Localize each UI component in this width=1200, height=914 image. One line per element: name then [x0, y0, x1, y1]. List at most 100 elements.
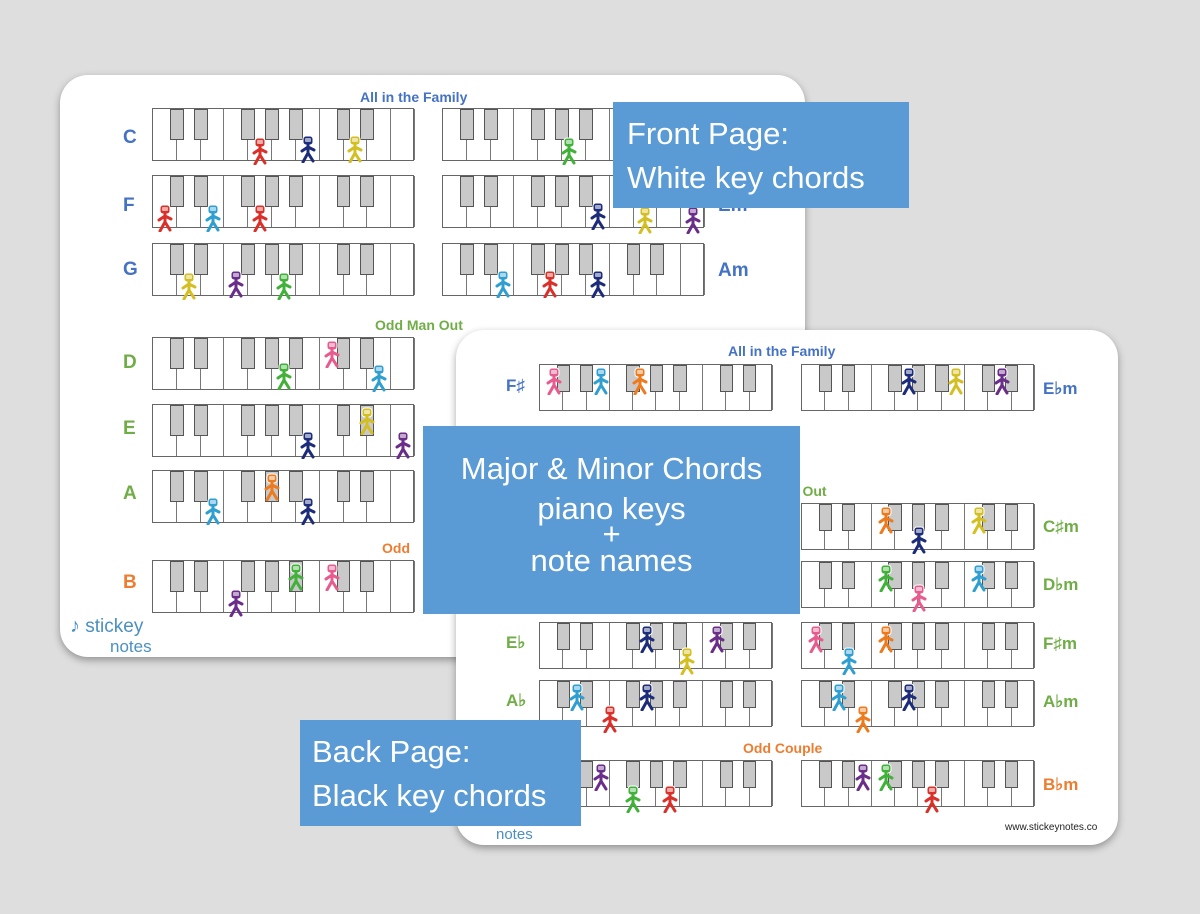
dancing-figure-icon [264, 473, 280, 501]
dancing-figure-icon [602, 705, 618, 733]
black-key [673, 365, 687, 393]
front-am-piano-keyboard-icon [442, 243, 705, 298]
white-key [296, 405, 320, 456]
black-key [169, 405, 184, 436]
black-key [579, 623, 594, 651]
black-key [265, 176, 279, 207]
front-d-piano-keyboard-icon [152, 337, 415, 392]
front-page-callout: Front Page: White key chords [613, 102, 909, 208]
white-key [849, 623, 872, 668]
black-key [336, 471, 351, 502]
dancing-figure-icon [593, 763, 609, 791]
dancing-figure-icon [901, 367, 917, 395]
white-key [391, 471, 415, 522]
dancing-figure-icon [300, 497, 316, 525]
white-key [942, 562, 966, 607]
dancing-figure-icon [878, 564, 894, 592]
white-key [296, 561, 320, 612]
chord-label-f-sharp-minor: F♯m [1043, 634, 1077, 653]
black-key [241, 244, 256, 275]
white-key [1012, 365, 1035, 410]
front-callout-line-1: Front Page: [627, 116, 789, 151]
dancing-figure-icon [878, 506, 894, 534]
black-key [459, 244, 474, 275]
black-key [888, 623, 902, 651]
black-key [935, 623, 949, 651]
black-key [888, 504, 902, 532]
dancing-figure-icon [324, 340, 340, 368]
black-key [241, 338, 256, 369]
white-key [491, 244, 515, 295]
black-key [360, 176, 375, 207]
white-key [1012, 681, 1035, 726]
black-key [935, 504, 949, 532]
black-key [911, 365, 926, 393]
black-key [818, 623, 833, 651]
white-key [750, 365, 773, 410]
black-key [169, 109, 184, 140]
black-key [719, 365, 734, 393]
dancing-figure-icon [911, 526, 927, 554]
black-key [579, 244, 593, 275]
dancing-figure-icon [228, 270, 244, 298]
white-key [367, 338, 392, 389]
black-key [336, 109, 351, 140]
dancing-figure-icon [878, 763, 894, 791]
black-key [981, 504, 996, 532]
chord-label-e-flat-minor: E♭m [1043, 379, 1078, 398]
back-a-flat-minor-piano-keyboard-icon [801, 680, 1035, 733]
white-key [391, 561, 415, 612]
chord-label-d: D [123, 352, 137, 373]
white-key [587, 623, 610, 668]
dancing-figure-icon [855, 705, 871, 733]
black-key [555, 109, 569, 140]
black-key [649, 623, 664, 651]
black-key [818, 365, 833, 393]
dancing-figure-icon [347, 135, 363, 163]
dancing-figure-icon [911, 584, 927, 612]
chord-label-f: F [123, 195, 135, 216]
dancing-figure-icon [855, 763, 871, 791]
center-callout-line-3: + [602, 516, 621, 551]
music-note-logo-icon: ♪ [70, 615, 80, 637]
white-key [391, 338, 415, 389]
center-callout-line-1: Major & Minor Chords [460, 451, 763, 486]
black-key [483, 109, 498, 140]
dancing-figure-icon [639, 625, 655, 653]
black-key [336, 405, 351, 436]
back-section-title-odd-couple: Odd Couple [743, 740, 823, 756]
black-key [935, 365, 949, 393]
black-key [935, 562, 949, 590]
black-key [981, 365, 996, 393]
dancing-figure-icon [971, 564, 987, 592]
back-callout-line-2: Black key chords [312, 778, 547, 813]
black-key [265, 561, 279, 592]
white-key [201, 109, 225, 160]
dancing-figure-icon [300, 135, 316, 163]
section-title-odd-man-out: Odd Man Out [375, 317, 463, 333]
white-key [296, 176, 320, 227]
black-key [673, 623, 687, 651]
front-em-piano-keyboard-icon [442, 175, 705, 234]
dancing-figure-icon [205, 497, 221, 525]
chord-label-a: A [123, 483, 137, 504]
black-key [193, 405, 208, 436]
white-key [680, 365, 704, 410]
black-key [841, 562, 856, 590]
white-key [750, 623, 773, 668]
black-key [265, 405, 279, 436]
white-key [491, 176, 515, 227]
black-key [556, 681, 571, 709]
dancing-figure-icon [359, 407, 375, 435]
white-key [391, 244, 415, 295]
dancing-figure-icon [252, 204, 268, 232]
dancing-figure-icon [685, 206, 701, 234]
white-key [367, 244, 392, 295]
dancing-figure-icon [228, 589, 244, 617]
black-key [1004, 623, 1019, 651]
black-key [241, 405, 256, 436]
dancing-figure-icon [901, 683, 917, 711]
black-key [888, 562, 902, 590]
back-b-flat-minor-piano-keyboard-icon [801, 760, 1035, 813]
front-c-piano-keyboard-icon [152, 108, 415, 165]
